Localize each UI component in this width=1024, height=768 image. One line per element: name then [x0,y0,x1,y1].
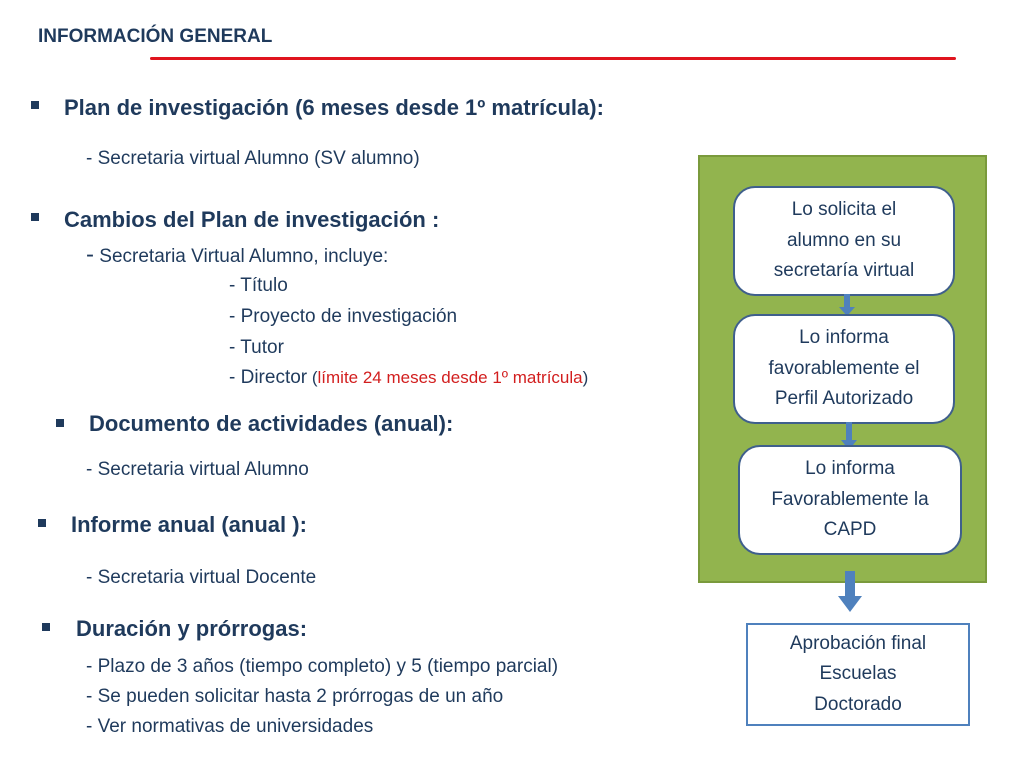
text-plan-line1: - Secretaria virtual Alumno (SV alumno) [86,148,420,169]
text-informe-line1: - Secretaria virtual Docente [86,567,317,588]
flow-step-perfil: Lo informa favorablemente el Perfil Auto… [733,314,955,424]
flow-final-approval: Aprobación final Escuelas Doctorado [746,623,970,726]
flow-step-line: CAPD [823,519,877,541]
text-duracion-line2: - Se pueden solicitar hasta 2 prórrogas … [86,686,504,707]
text-cambios-line1: - Secretaria Virtual Alumno, incluye: [86,241,388,269]
flow-final-line: Doctorado [814,693,902,715]
flow-step-line: secretaría virtual [773,260,915,282]
heading-duracion: Duración y prórrogas: [76,616,308,641]
flow-step-line: Favorablemente la [771,488,929,510]
heading-informe: Informe anual (anual ): [71,512,307,537]
heading-documento: Documento de actividades (anual): [89,411,454,436]
bullet-icon [56,419,64,427]
flow-step-line: Lo informa [805,458,895,480]
bullet-icon [31,101,39,109]
arrow-down-icon [839,294,855,316]
header-rule [150,57,956,60]
text-cambios-sv: Secretaria Virtual Alumno, incluye: [94,246,389,267]
bullet-icon [31,213,39,221]
flow-step-line: Lo informa [799,327,889,349]
flow-final-line: Aprobación final [789,632,927,654]
heading-plan: Plan de investigación (6 meses desde 1º … [64,95,604,120]
page-title: INFORMACIÓN GENERAL [38,26,273,47]
director-label: - Director [229,367,308,388]
arrow-down-icon [838,571,862,612]
bullet-icon [38,519,46,527]
dash: - [86,241,94,268]
flow-step-solicita: Lo solicita el alumno en su secretaría v… [733,186,955,296]
flow-step-line: Lo solicita el [791,199,897,221]
flow-step-line: Perfil Autorizado [774,388,914,410]
director-note: límite 24 meses desde 1º matrícula [317,368,583,387]
flow-step-capd: Lo informa Favorablemente la CAPD [738,445,962,555]
flow-step-line: alumno en su [786,229,902,251]
flow-step-line: favorablemente el [768,357,920,379]
director-paren-open: ( [307,368,318,387]
list-item-director: - Director (límite 24 meses desde 1º mat… [229,367,588,389]
bullet-icon [42,623,50,631]
text-duracion-line3: - Ver normativas de universidades [86,716,374,737]
director-paren-close: ) [582,368,589,387]
list-item-titulo: - Título [229,275,288,296]
list-item-tutor: - Tutor [229,337,284,358]
list-item-proyecto: - Proyecto de investigación [229,306,458,327]
text-duracion-line1: - Plazo de 3 años (tiempo completo) y 5 … [86,656,559,677]
heading-cambios: Cambios del Plan de investigación : [64,207,440,232]
text-documento-line1: - Secretaria virtual Alumno [86,459,309,480]
flow-final-line: Escuelas [819,663,897,685]
